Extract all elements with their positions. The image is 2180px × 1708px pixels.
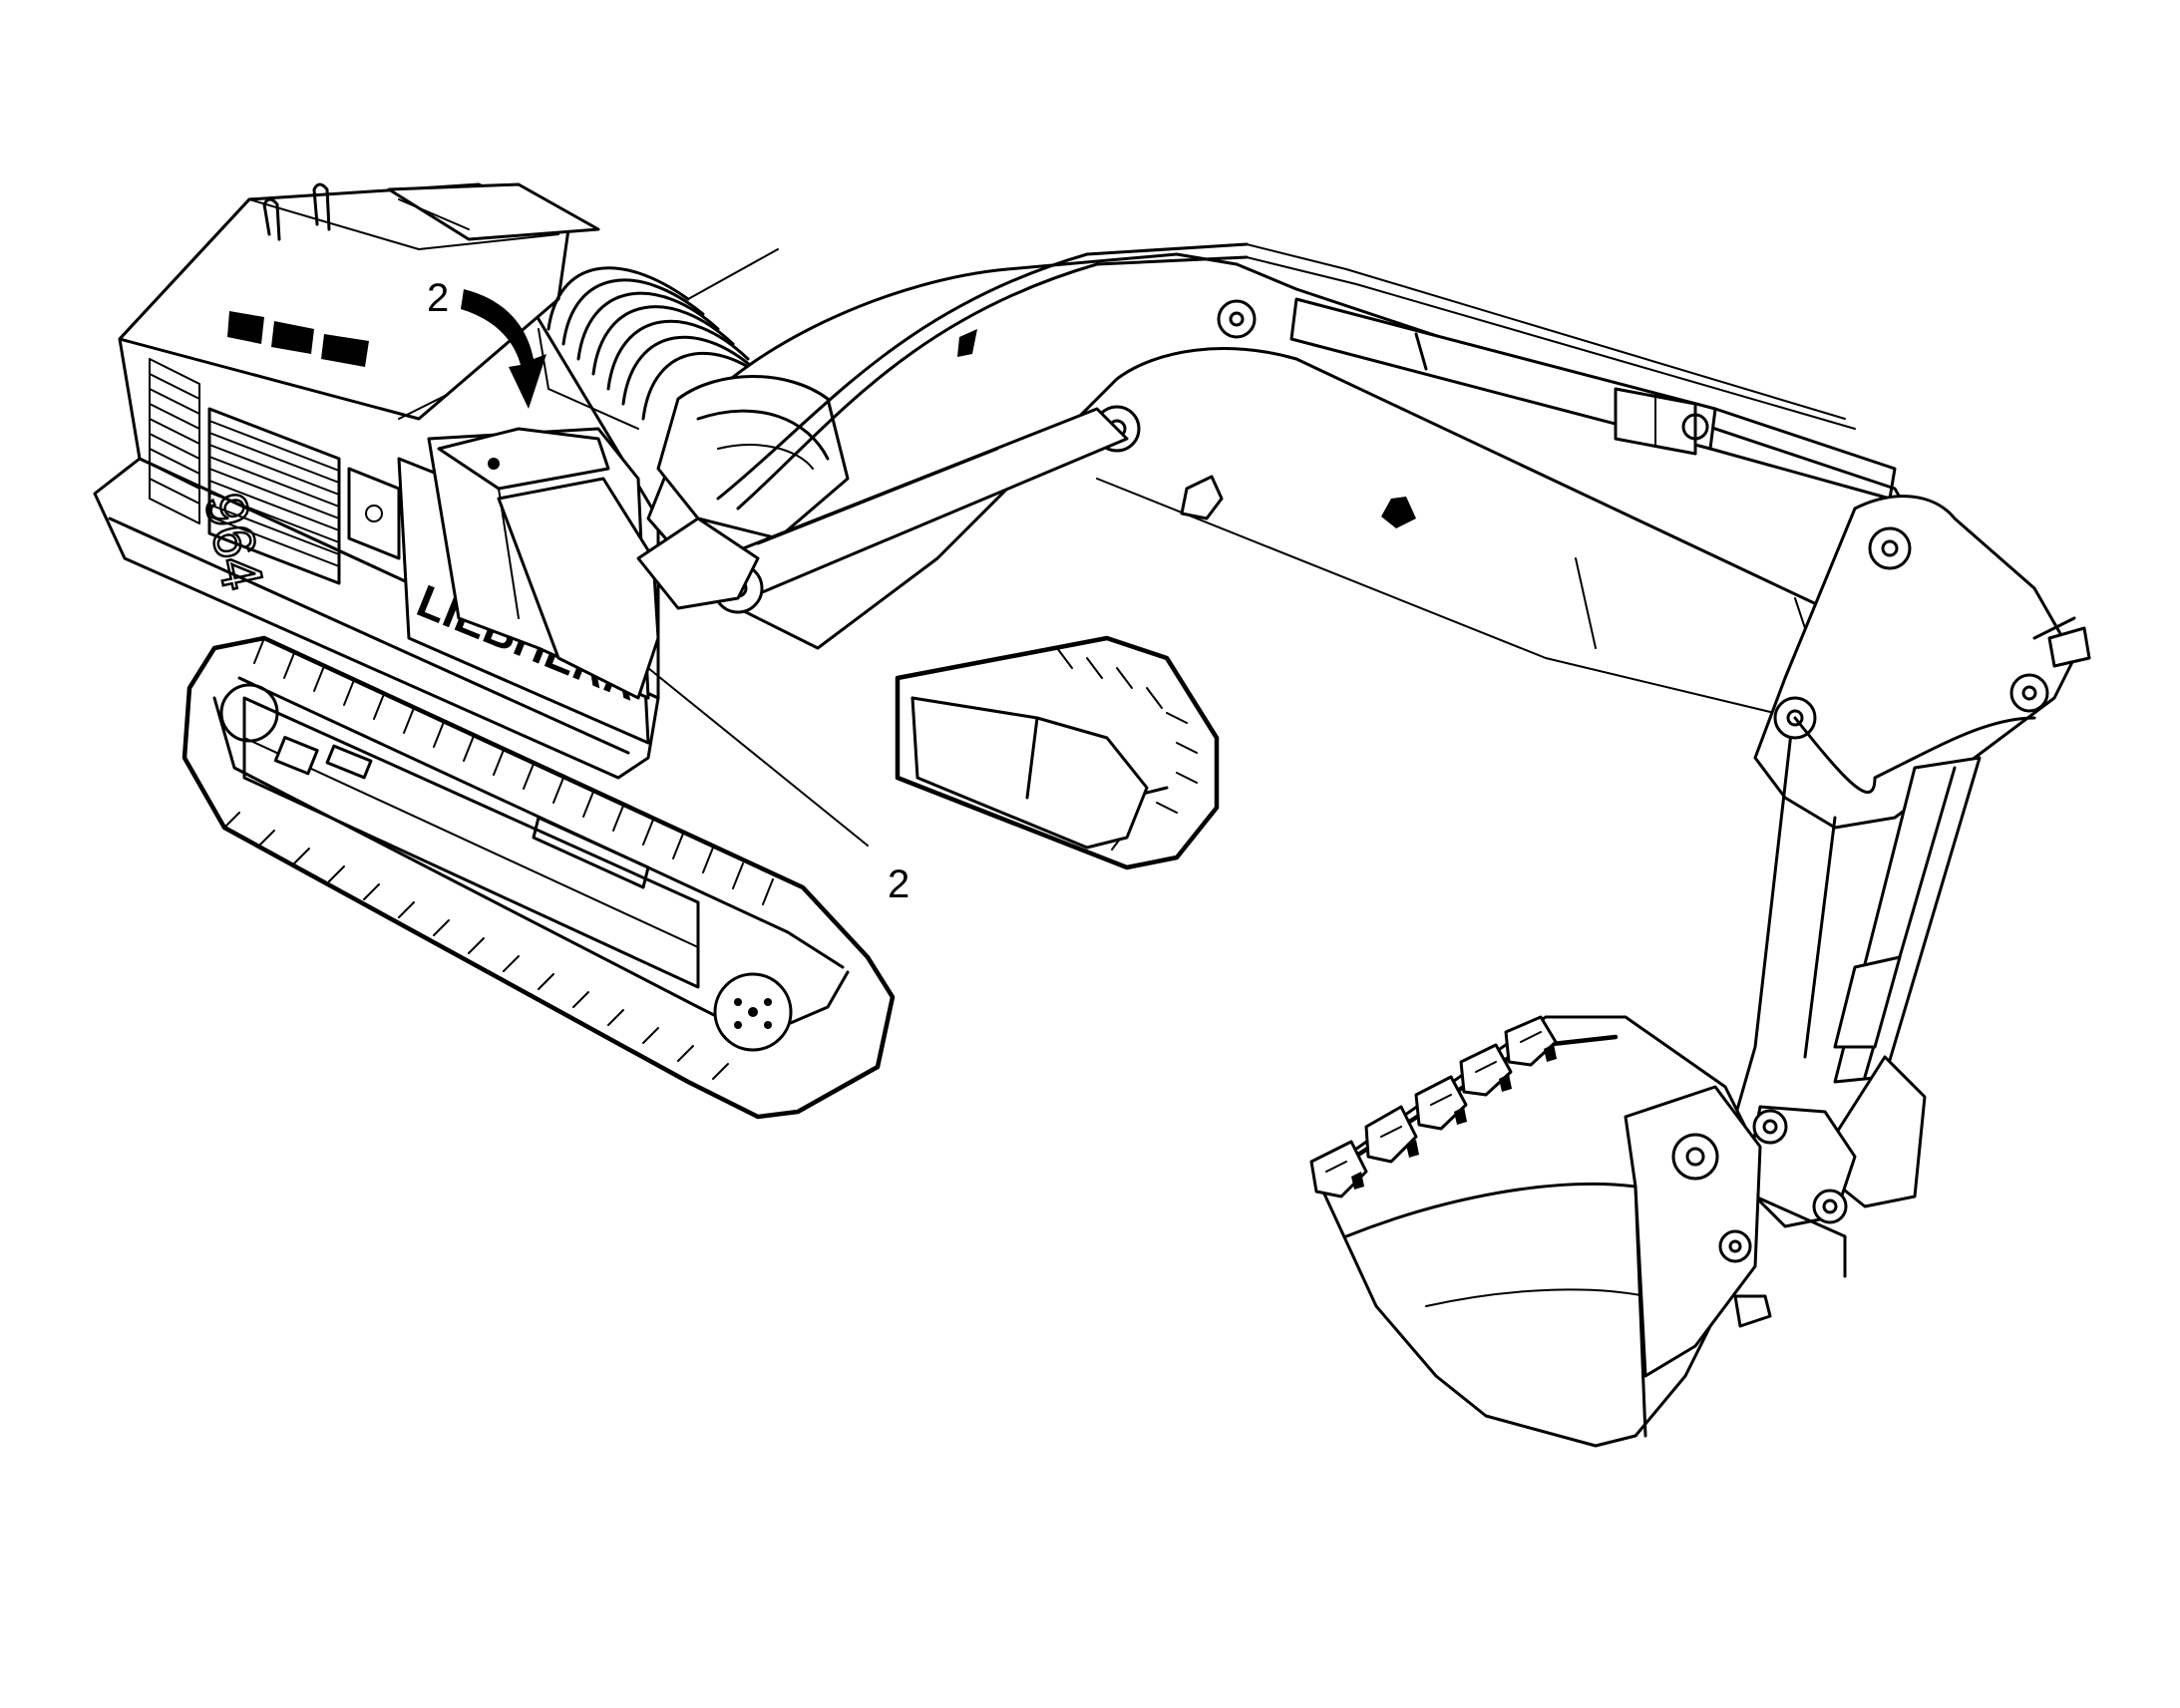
rail-guard [538,248,785,430]
right-crawler-track [895,635,1220,870]
callout-lower: 2 [647,667,909,906]
callout-label-lower: 2 [888,862,909,906]
callout-upper: 2 [398,276,546,420]
boom [646,242,1937,719]
stick-arm [1733,495,2091,1119]
bucket-linkage [1743,756,1982,1278]
left-crawler-track [182,635,896,1120]
boom-cylinders [636,297,1897,614]
callout-leader-line [647,667,869,847]
callout-arrow-icon [461,289,546,409]
upper-structure: 964 LIEBHERR [93,182,660,780]
bucket [1309,1015,1772,1448]
callout-label-upper: 2 [427,276,449,320]
